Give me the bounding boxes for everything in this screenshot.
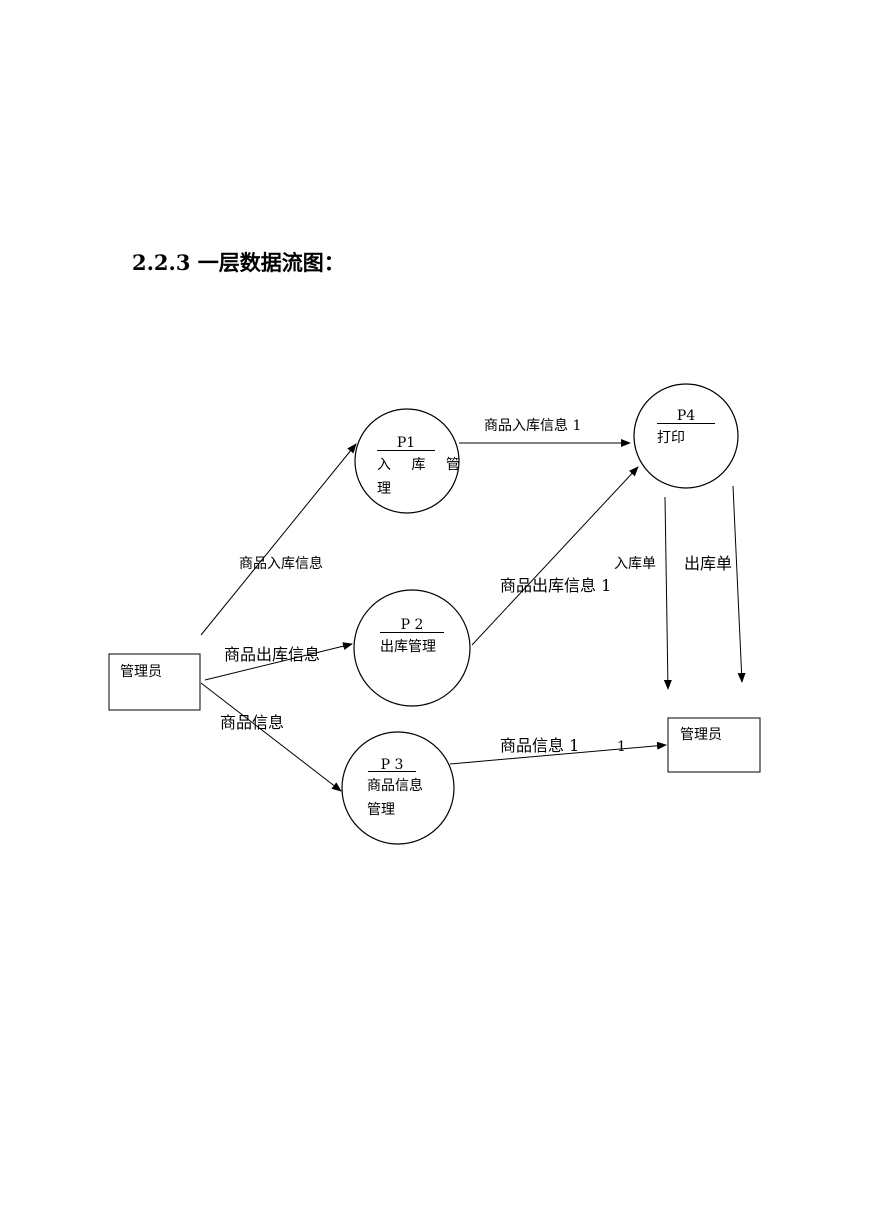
process-p2-name: 出库管理 bbox=[380, 639, 436, 655]
flow-source-to-p2 bbox=[204, 642, 353, 681]
entity-source-label: 管理员 bbox=[120, 664, 162, 680]
flow-label-p3-to-sink-extra: 1 bbox=[617, 739, 626, 755]
process-p3-divider bbox=[368, 771, 416, 772]
flow-source-to-p3 bbox=[200, 682, 342, 792]
process-p2-divider bbox=[380, 632, 444, 633]
flow-label-source-to-p1: 商品入库信息 bbox=[239, 556, 323, 572]
process-p1-circle bbox=[354, 408, 460, 514]
flow-p4-to-sink-out bbox=[732, 485, 746, 683]
flow-p4-to-sink-in bbox=[663, 496, 672, 690]
flow-label-p4-to-sink-in: 入库单 bbox=[614, 556, 656, 572]
flow-label-p3-to-sink: 商品信息 1 bbox=[500, 736, 580, 755]
section-heading: 2.2.3 一层数据流图： bbox=[132, 250, 345, 275]
entity-source-box bbox=[108, 653, 201, 711]
process-p4-id: P4 bbox=[676, 408, 696, 424]
flow-label-p2-to-p4: 商品出库信息 1 bbox=[500, 576, 612, 595]
process-p4-circle bbox=[633, 383, 739, 489]
process-p1-id: P1 bbox=[396, 435, 416, 451]
flow-label-source-to-p3: 商品信息 bbox=[220, 713, 285, 732]
process-p3-name-line2: 管理 bbox=[367, 802, 395, 818]
process-p3-circle bbox=[341, 731, 455, 845]
flow-label-p1-to-p4: 商品入库信息 1 bbox=[484, 418, 582, 434]
process-p3-id: P 3 bbox=[380, 757, 404, 773]
process-p4-divider bbox=[657, 423, 715, 424]
process-p4-name: 打印 bbox=[657, 430, 685, 446]
process-p1-divider bbox=[377, 450, 435, 451]
flow-p2-to-p4 bbox=[471, 466, 639, 646]
process-p2-id: P 2 bbox=[400, 617, 424, 633]
flow-label-source-to-p2: 商品出库信息 bbox=[224, 645, 321, 664]
flow-source-to-p1 bbox=[200, 443, 357, 636]
process-p2-circle bbox=[353, 589, 471, 707]
entity-sink-box bbox=[667, 717, 761, 773]
flow-p3-to-sink bbox=[449, 741, 667, 765]
flow-label-p4-to-sink-out: 出库单 bbox=[684, 554, 733, 573]
entity-sink-label: 管理员 bbox=[680, 727, 722, 743]
process-p1-name-line2: 理 bbox=[377, 481, 391, 497]
process-p1-name-line1: 入 库 管 bbox=[377, 457, 468, 473]
process-p3-name-line1: 商品信息 bbox=[367, 778, 423, 794]
